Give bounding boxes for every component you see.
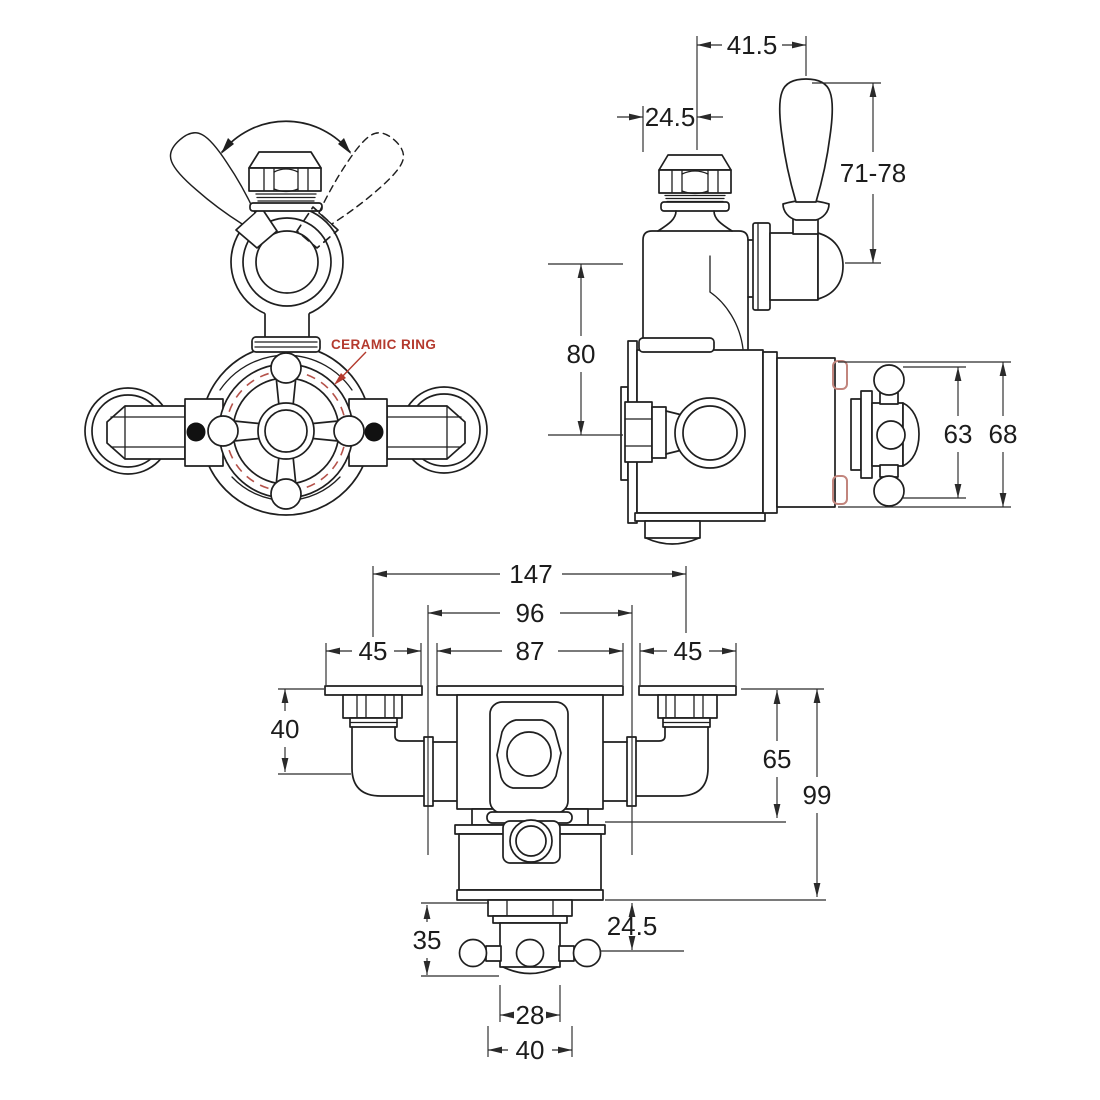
side-lever-boss	[747, 78, 844, 311]
dim-cap-to-lever: 41.5	[697, 30, 806, 60]
side-cross-handle	[850, 364, 920, 507]
front-left-union	[84, 387, 224, 475]
ceramic-ring-edge-mark-bottom	[832, 475, 848, 505]
dim-spout-width: 28	[500, 1000, 560, 1030]
front-view: CERAMIC RING	[84, 120, 488, 516]
dim-label-40-left: 40	[271, 714, 300, 744]
ceramic-ring-callout: CERAMIC RING	[331, 337, 436, 385]
front-right-union	[348, 386, 488, 474]
dim-label-80: 80	[567, 339, 596, 369]
front-hex-cap	[248, 151, 323, 212]
bottom-view-dimensions: 147 96 87 45 45 40 6	[271, 559, 832, 1065]
side-outlet-union	[624, 397, 746, 469]
bottom-tail-and-handle	[458, 899, 602, 975]
dim-label-65: 65	[763, 744, 792, 774]
dim-label-71-78: 71-78	[840, 158, 907, 188]
dim-handle-drop: 24.5	[607, 903, 658, 950]
dim-label-41-5: 41.5	[727, 30, 778, 60]
front-right-screw-dot	[364, 422, 384, 442]
dim-body-depth: 65	[763, 690, 792, 818]
dim-label-63: 63	[944, 419, 973, 449]
side-view-dimensions: 41.5 24.5 71-78 80 63 68	[548, 30, 1018, 508]
dim-plate-diameter: 68	[989, 362, 1018, 507]
dim-outlet-drop: 35	[413, 905, 442, 975]
dim-wall-to-cap: 24.5	[617, 102, 723, 132]
front-left-screw-dot	[186, 422, 206, 442]
bottom-right-plate	[638, 685, 737, 696]
dim-label-68: 68	[989, 419, 1018, 449]
dim-right-plate-width: 45	[640, 636, 736, 666]
dim-label-40-bottom: 40	[516, 1035, 545, 1065]
dim-label-35: 35	[413, 925, 442, 955]
side-escutcheon-drum	[762, 351, 848, 514]
side-foot	[634, 512, 766, 545]
front-cross-handle	[207, 352, 365, 510]
dim-label-147: 147	[509, 559, 552, 589]
bottom-view	[324, 685, 737, 975]
side-view	[620, 78, 920, 545]
bottom-left-inlet	[342, 694, 467, 807]
dim-label-24-5-side: 24.5	[645, 102, 696, 132]
dim-label-96: 96	[516, 598, 545, 628]
ceramic-ring-edge-mark-top	[832, 360, 848, 390]
dim-label-45-left: 45	[359, 636, 388, 666]
front-lever-handle-ghost	[307, 124, 412, 234]
dim-tail-width: 40	[488, 1035, 572, 1065]
dim-port-centres: 147	[373, 559, 686, 589]
bottom-valve-body	[454, 694, 606, 901]
dim-label-87: 87	[516, 636, 545, 666]
dim-overall-depth: 99	[803, 689, 832, 897]
bottom-left-plate	[324, 685, 423, 696]
dim-lever-height: 71-78	[840, 83, 907, 263]
side-lever-handle	[778, 78, 834, 203]
dim-label-99: 99	[803, 780, 832, 810]
dim-label-28: 28	[516, 1000, 545, 1030]
rotation-arc-icon	[221, 120, 351, 154]
dim-label-24-5-bottom: 24.5	[607, 911, 658, 941]
side-upper-block	[642, 230, 749, 352]
dim-left-plate-width: 45	[326, 636, 421, 666]
side-hex-cap	[657, 154, 733, 232]
bottom-right-inlet	[593, 694, 718, 807]
dim-plate-to-port-drop: 40	[271, 689, 300, 772]
dim-label-45-right: 45	[674, 636, 703, 666]
bottom-centre-plate	[436, 685, 624, 696]
dim-plate-width: 87	[437, 636, 623, 666]
dim-handle-diameter: 63	[944, 367, 973, 498]
dim-recess-width: 96	[428, 598, 632, 628]
side-body-collar	[638, 337, 715, 353]
red-arrowhead-icon	[334, 373, 346, 385]
dim-port-drop: 80	[567, 264, 596, 435]
ceramic-ring-label: CERAMIC RING	[331, 337, 436, 352]
